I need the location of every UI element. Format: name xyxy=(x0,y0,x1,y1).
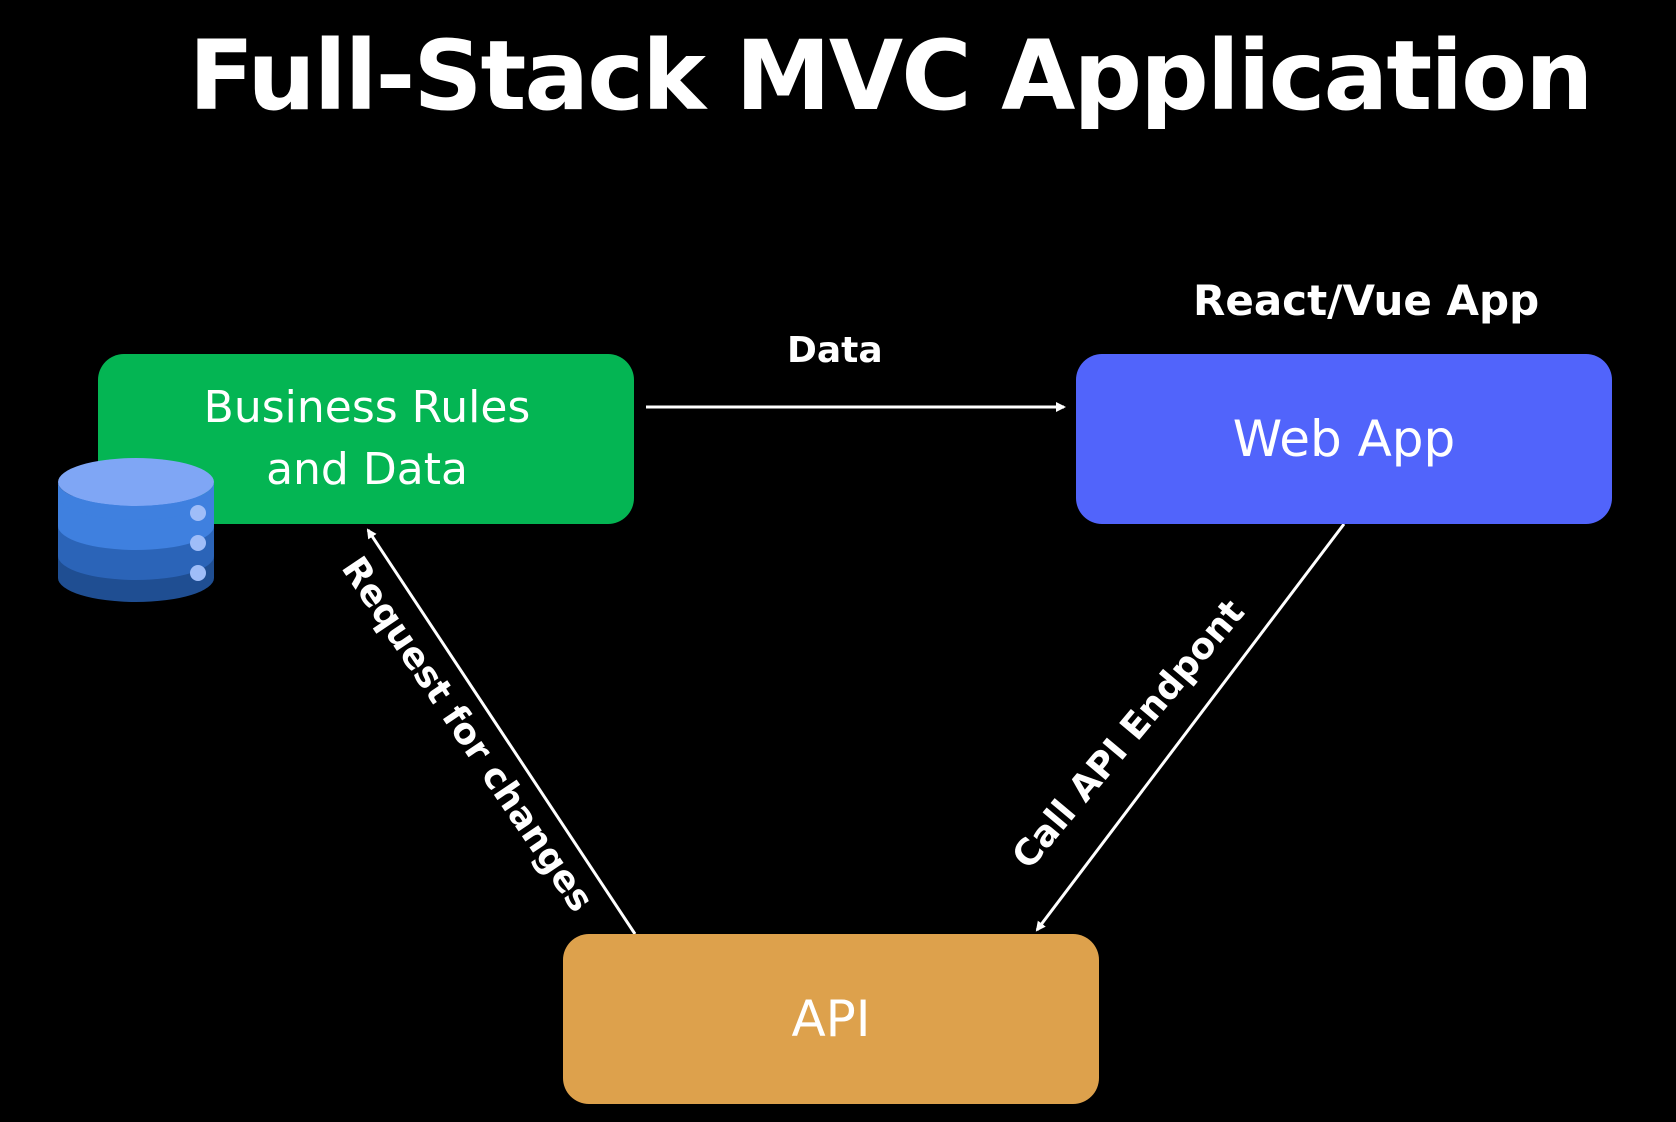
api-label: API xyxy=(791,990,871,1048)
edge-label-request: Request for changes xyxy=(333,549,602,920)
database-icon xyxy=(58,458,214,602)
edge-label-call: Call API Endpont xyxy=(1004,592,1253,877)
web-app-node[interactable]: Web App xyxy=(1076,354,1612,524)
edge-label-data: Data xyxy=(787,330,883,371)
api-node[interactable]: API xyxy=(563,934,1099,1104)
web-app-label: Web App xyxy=(1232,410,1456,468)
arrow-call-api xyxy=(1035,523,1346,932)
webapp-caption: React/Vue App xyxy=(1193,276,1540,325)
arrow-request xyxy=(366,528,637,935)
diagram-title: Full-Stack MVC Application xyxy=(188,20,1594,132)
business-rules-label: Business Rules and Data xyxy=(203,382,531,495)
